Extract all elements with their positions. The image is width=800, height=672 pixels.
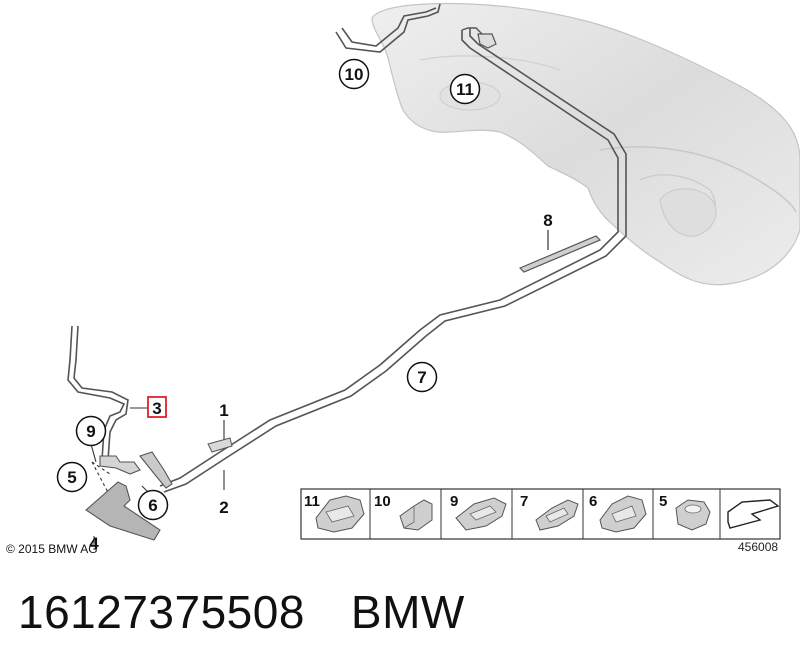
callout-8-label: 8 bbox=[543, 211, 552, 230]
bracket-clip-icon bbox=[399, 499, 433, 531]
legend-strip: 11 10 9 7 bbox=[300, 488, 781, 540]
callout-8[interactable]: 8 bbox=[543, 211, 552, 230]
callout-3-label: 3 bbox=[152, 399, 161, 418]
clip-holder-icon bbox=[315, 495, 365, 533]
legend-item-arrow bbox=[727, 499, 780, 529]
brand-name: BMW bbox=[350, 586, 465, 638]
callout-3-highlighted[interactable]: 3 bbox=[147, 396, 167, 418]
callout-1[interactable]: 1 bbox=[219, 401, 228, 420]
legend-item-5-label: 5 bbox=[659, 493, 667, 510]
legend-item-7[interactable]: 7 bbox=[520, 493, 579, 531]
callout-11-label: 11 bbox=[456, 80, 474, 99]
part-number: 16127375508 bbox=[18, 586, 305, 638]
connector-assembly bbox=[99, 451, 173, 489]
callout-9[interactable]: 9 bbox=[75, 415, 107, 447]
legend-item-7-label: 7 bbox=[520, 493, 528, 510]
callout-1-label: 1 bbox=[219, 401, 228, 420]
bracket-4 bbox=[85, 481, 161, 544]
callout-7-label: 7 bbox=[417, 368, 426, 387]
callout-5[interactable]: 5 bbox=[56, 461, 88, 493]
callout-6-label: 6 bbox=[148, 496, 157, 515]
callout-5-label: 5 bbox=[67, 468, 76, 487]
breather-line-3 bbox=[67, 325, 129, 461]
clip-holder-icon bbox=[455, 497, 507, 531]
callout-6[interactable]: 6 bbox=[137, 489, 169, 521]
legend-item-9[interactable]: 9 bbox=[450, 493, 507, 531]
legend-item-6-label: 6 bbox=[589, 493, 597, 510]
callout-9-label: 9 bbox=[86, 422, 95, 441]
clip-holder-icon bbox=[599, 495, 647, 533]
arrow-icon bbox=[727, 499, 780, 529]
callout-11[interactable]: 11 bbox=[449, 73, 481, 105]
callout-4[interactable]: 4 bbox=[89, 534, 99, 553]
legend-item-10[interactable]: 10 bbox=[374, 493, 433, 531]
leader-lines bbox=[90, 407, 225, 501]
legend-item-11[interactable]: 11 bbox=[304, 493, 365, 533]
part-caption: 16127375508 BMW bbox=[18, 585, 465, 639]
legend-item-9-label: 9 bbox=[450, 493, 458, 510]
callout-10[interactable]: 10 bbox=[338, 58, 370, 90]
legend-item-10-label: 10 bbox=[374, 493, 391, 510]
callout-2-label: 2 bbox=[219, 498, 228, 517]
clip-holder-icon bbox=[535, 499, 579, 531]
callout-10-label: 10 bbox=[345, 65, 364, 84]
fuel-line-7 bbox=[159, 27, 627, 493]
part-1-clip bbox=[207, 437, 233, 453]
callout-7[interactable]: 7 bbox=[406, 361, 438, 393]
copyright-text: © 2015 BMW AG bbox=[6, 542, 98, 556]
clip-11-shape bbox=[477, 33, 497, 49]
nut-icon bbox=[675, 499, 711, 531]
legend-item-6[interactable]: 6 bbox=[589, 493, 647, 533]
legend-item-11-label: 11 bbox=[304, 493, 320, 510]
part-8-strip bbox=[518, 230, 602, 273]
diagram-number: 456008 bbox=[738, 540, 779, 554]
legend-item-5[interactable]: 5 bbox=[659, 493, 711, 531]
callout-4-label: 4 bbox=[89, 534, 99, 553]
parts-diagram: 10 11 8 7 1 2 3 9 5 6 4 bbox=[56, 2, 800, 553]
callout-2[interactable]: 2 bbox=[219, 498, 228, 517]
fuel-line-10 bbox=[335, 3, 441, 53]
